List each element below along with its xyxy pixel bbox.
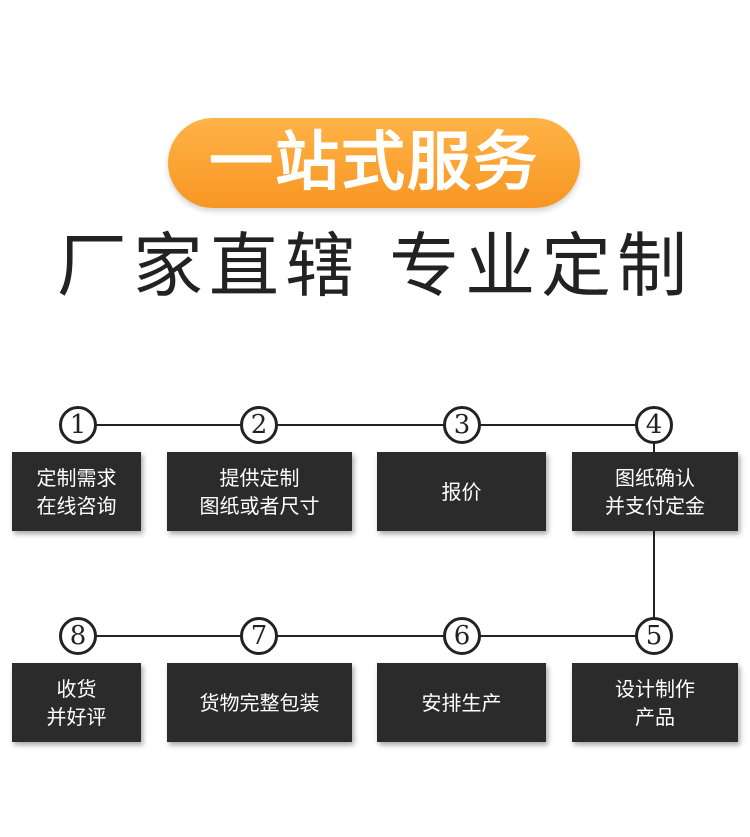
step-label-4: 图纸确认 并支付定金	[605, 465, 705, 518]
step-label-1: 定制需求 在线咨询	[36, 465, 117, 518]
step-box-5: 设计制作 产品	[572, 663, 738, 742]
step-number-1: 1	[59, 406, 97, 444]
step-number-5: 5	[635, 617, 673, 655]
step-box-6: 安排生产	[377, 663, 546, 742]
step-box-8: 收货 并好评	[12, 663, 141, 742]
step-number-6: 6	[443, 617, 481, 655]
step-number-3: 3	[443, 406, 481, 444]
step-number-7: 7	[240, 617, 278, 655]
one-stop-service-badge: 一站式服务	[168, 118, 580, 208]
step-number-2: 2	[240, 406, 278, 444]
step-label-2: 提供定制 图纸或者尺寸	[199, 465, 320, 518]
step-number-4: 4	[635, 406, 673, 444]
step-label-6: 安排生产	[421, 690, 502, 715]
step-number-8: 8	[59, 617, 97, 655]
step-box-3: 报价	[377, 452, 546, 531]
step-box-1: 定制需求 在线咨询	[12, 452, 141, 531]
step-label-8: 收货 并好评	[46, 676, 107, 729]
badge-title: 一站式服务	[209, 126, 539, 200]
step-label-3: 报价	[441, 479, 482, 504]
step-box-4: 图纸确认 并支付定金	[572, 452, 738, 531]
step-box-2: 提供定制 图纸或者尺寸	[167, 452, 352, 531]
step-label-7: 货物完整包装	[199, 690, 320, 715]
step-box-7: 货物完整包装	[167, 663, 352, 742]
page-subtitle: 厂家直辖 专业定制	[56, 225, 694, 307]
step-label-5: 设计制作 产品	[615, 676, 695, 729]
